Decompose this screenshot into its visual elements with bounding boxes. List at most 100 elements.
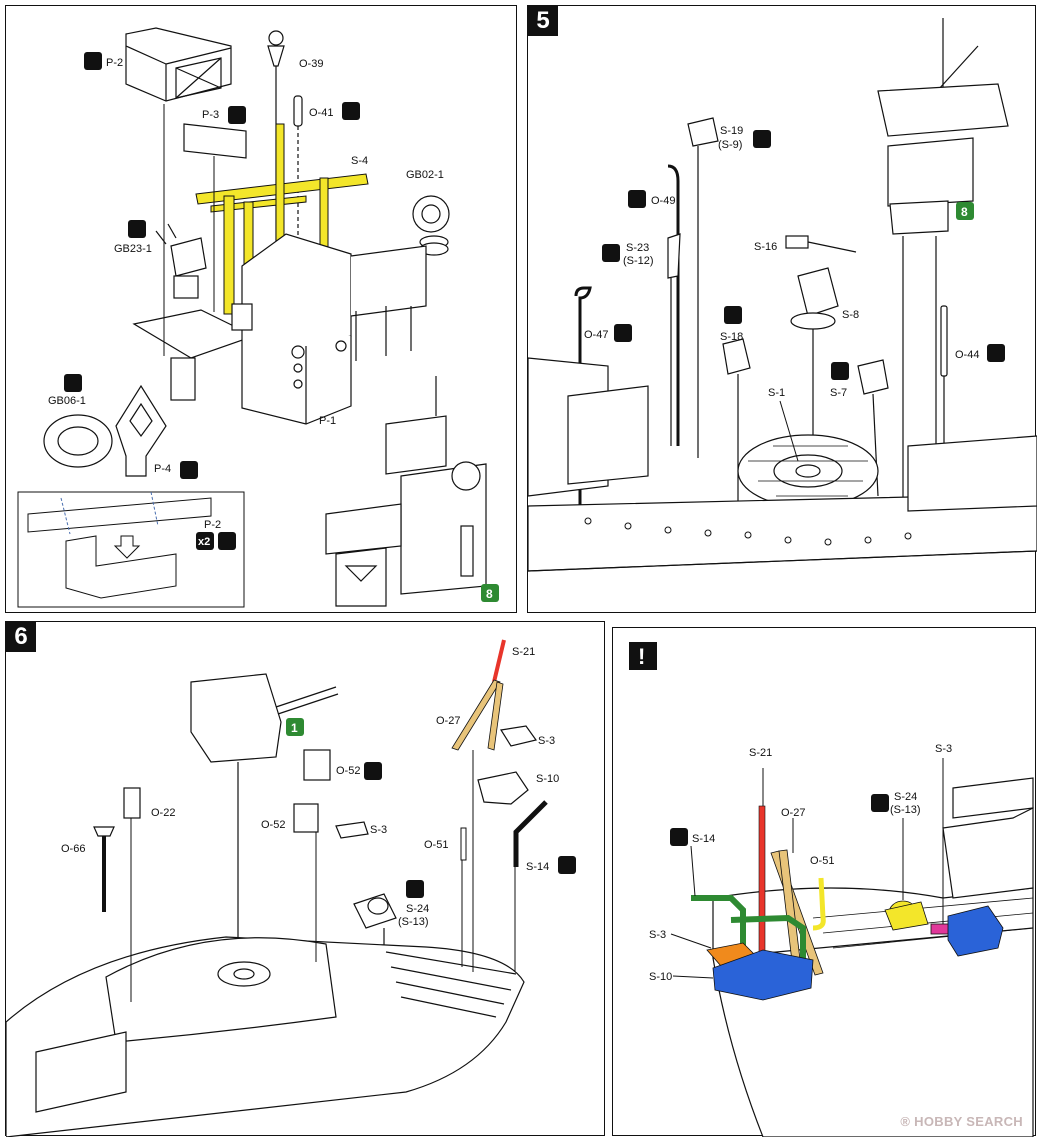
part-s7 [857,359,889,497]
ref-badge-label: 1 [291,721,298,735]
part-o41 [293,95,303,291]
step-5-diagram: 8 S-19 (S-9) O-49 S-23 (S-12) S-16 S-8 S… [527,18,1038,572]
part-s18 [722,338,751,516]
part-gb02-searchlight [412,195,450,256]
label-s12: (S-12) [623,255,654,267]
part-icon [871,794,889,812]
label-s7: S-7 [830,387,847,399]
part-s1-turntable [737,434,879,508]
label-o44: O-44 [955,349,979,361]
part-icon [558,856,576,874]
label-s14: S-14 [526,861,549,873]
part-s19 [687,117,719,458]
label-o27: O-27 [781,807,805,819]
part-icon [84,52,102,70]
part-mast-assembly [877,18,1009,551]
part-icon [614,324,632,342]
part-s16 [785,235,857,253]
label-s13: (S-13) [890,804,921,816]
part-icon [724,306,742,324]
part-s8 [790,267,839,461]
label-s3-left: S-3 [649,929,666,941]
part-icon [670,828,688,846]
watermark: ® HOBBY SEARCH [900,1114,1023,1129]
watermark-logo: ® [900,1114,911,1129]
part-icon [987,344,1005,362]
subassembly-view [325,376,487,607]
label-s19: S-19 [720,125,743,137]
label-s24: S-24 [894,791,917,803]
label-s18: S-18 [720,331,743,343]
step-number: 5 [528,6,558,36]
label-o51: O-51 [424,839,448,851]
part-gb06-liferaft [43,414,113,468]
part-icon [364,762,382,780]
label-o52-lower: O-52 [261,819,285,831]
label-p3: P-3 [202,109,219,121]
part-icon [228,106,246,124]
part-p1-bridge [132,233,427,425]
ship-deck [527,357,1038,572]
label-s10: S-10 [649,971,672,983]
label-p1: P-1 [319,415,336,427]
part-winch-blue [947,905,1004,957]
part-s3-mid [335,821,369,839]
note-panel: ! S-21 O-27 O-51 S-14 S-3 S-10 S-24 (S-1 [612,627,1036,1138]
guide-line [690,845,696,897]
ref-badge [956,202,974,220]
part-icon [180,461,198,479]
part-s24-winch [353,893,397,982]
step-4-panel: P-2 P-3 O-39 O-41 S-4 GB02-1 GB23-1 [5,5,517,613]
label-s4: S-4 [351,155,368,167]
step-6-panel: 6 1 S-21 O-27 S-3 S-10 O-51 S-14 O-22 O-… [5,621,605,1138]
step-4-diagram: P-2 P-3 O-39 O-41 S-4 GB02-1 GB23-1 [17,27,499,608]
guide-line [672,975,714,979]
ref-badge [481,584,499,602]
part-s23 [667,233,681,446]
part-p2-railing [125,27,232,102]
label-gb23: GB23-1 [114,243,152,255]
part-o47 [574,286,592,506]
part-icon [64,374,82,392]
deck-portholes [584,517,912,546]
label-gb02: GB02-1 [406,169,444,181]
part-s10-blue [712,949,814,1001]
step-6-diagram: 1 S-21 O-27 S-3 S-10 O-51 S-14 O-22 O-66… [5,639,576,1138]
label-s9: (S-9) [718,139,742,151]
label-s14: S-14 [692,833,715,845]
label-o41: O-41 [309,107,333,119]
part-s3-magenta [930,923,950,935]
step-5-panel: 5 8 S-19 (S-9) O-49 S-23 (S-12) S-16 S-8… [527,5,1038,613]
part-p4-bracket [115,384,167,477]
label-o66: O-66 [61,843,85,855]
part-o52-lower [293,803,319,833]
part-s10 [477,771,529,805]
label-s8: S-8 [842,309,859,321]
label-p2: P-2 [106,57,123,69]
part-o22 [123,787,141,819]
part-o52-upper [303,749,331,781]
part-gb23-gun [155,223,207,299]
part-icon [342,102,360,120]
guide-line [670,933,712,949]
ship-hull [5,936,525,1138]
part-s14 [513,800,548,867]
label-s1: S-1 [768,387,785,399]
ref-badge-label: 8 [961,205,968,219]
part-s4-yellow-frame [195,123,369,315]
label-gb06: GB06-1 [48,395,86,407]
part-s21-red [758,805,766,957]
part-icon [831,362,849,380]
part-o51-yellow [812,877,826,931]
part-icon [406,880,424,898]
label-s13: (S-13) [398,916,429,928]
label-s21: S-21 [512,646,535,658]
label-s3-mid: S-3 [370,824,387,836]
part-gun-turret [190,673,339,964]
label-s16: S-16 [754,241,777,253]
ref-badge-label: 8 [486,587,493,601]
part-o49 [667,164,680,446]
qty-label: x2 [198,536,210,548]
part-s21-red [492,639,506,683]
part-s3 [500,725,538,747]
